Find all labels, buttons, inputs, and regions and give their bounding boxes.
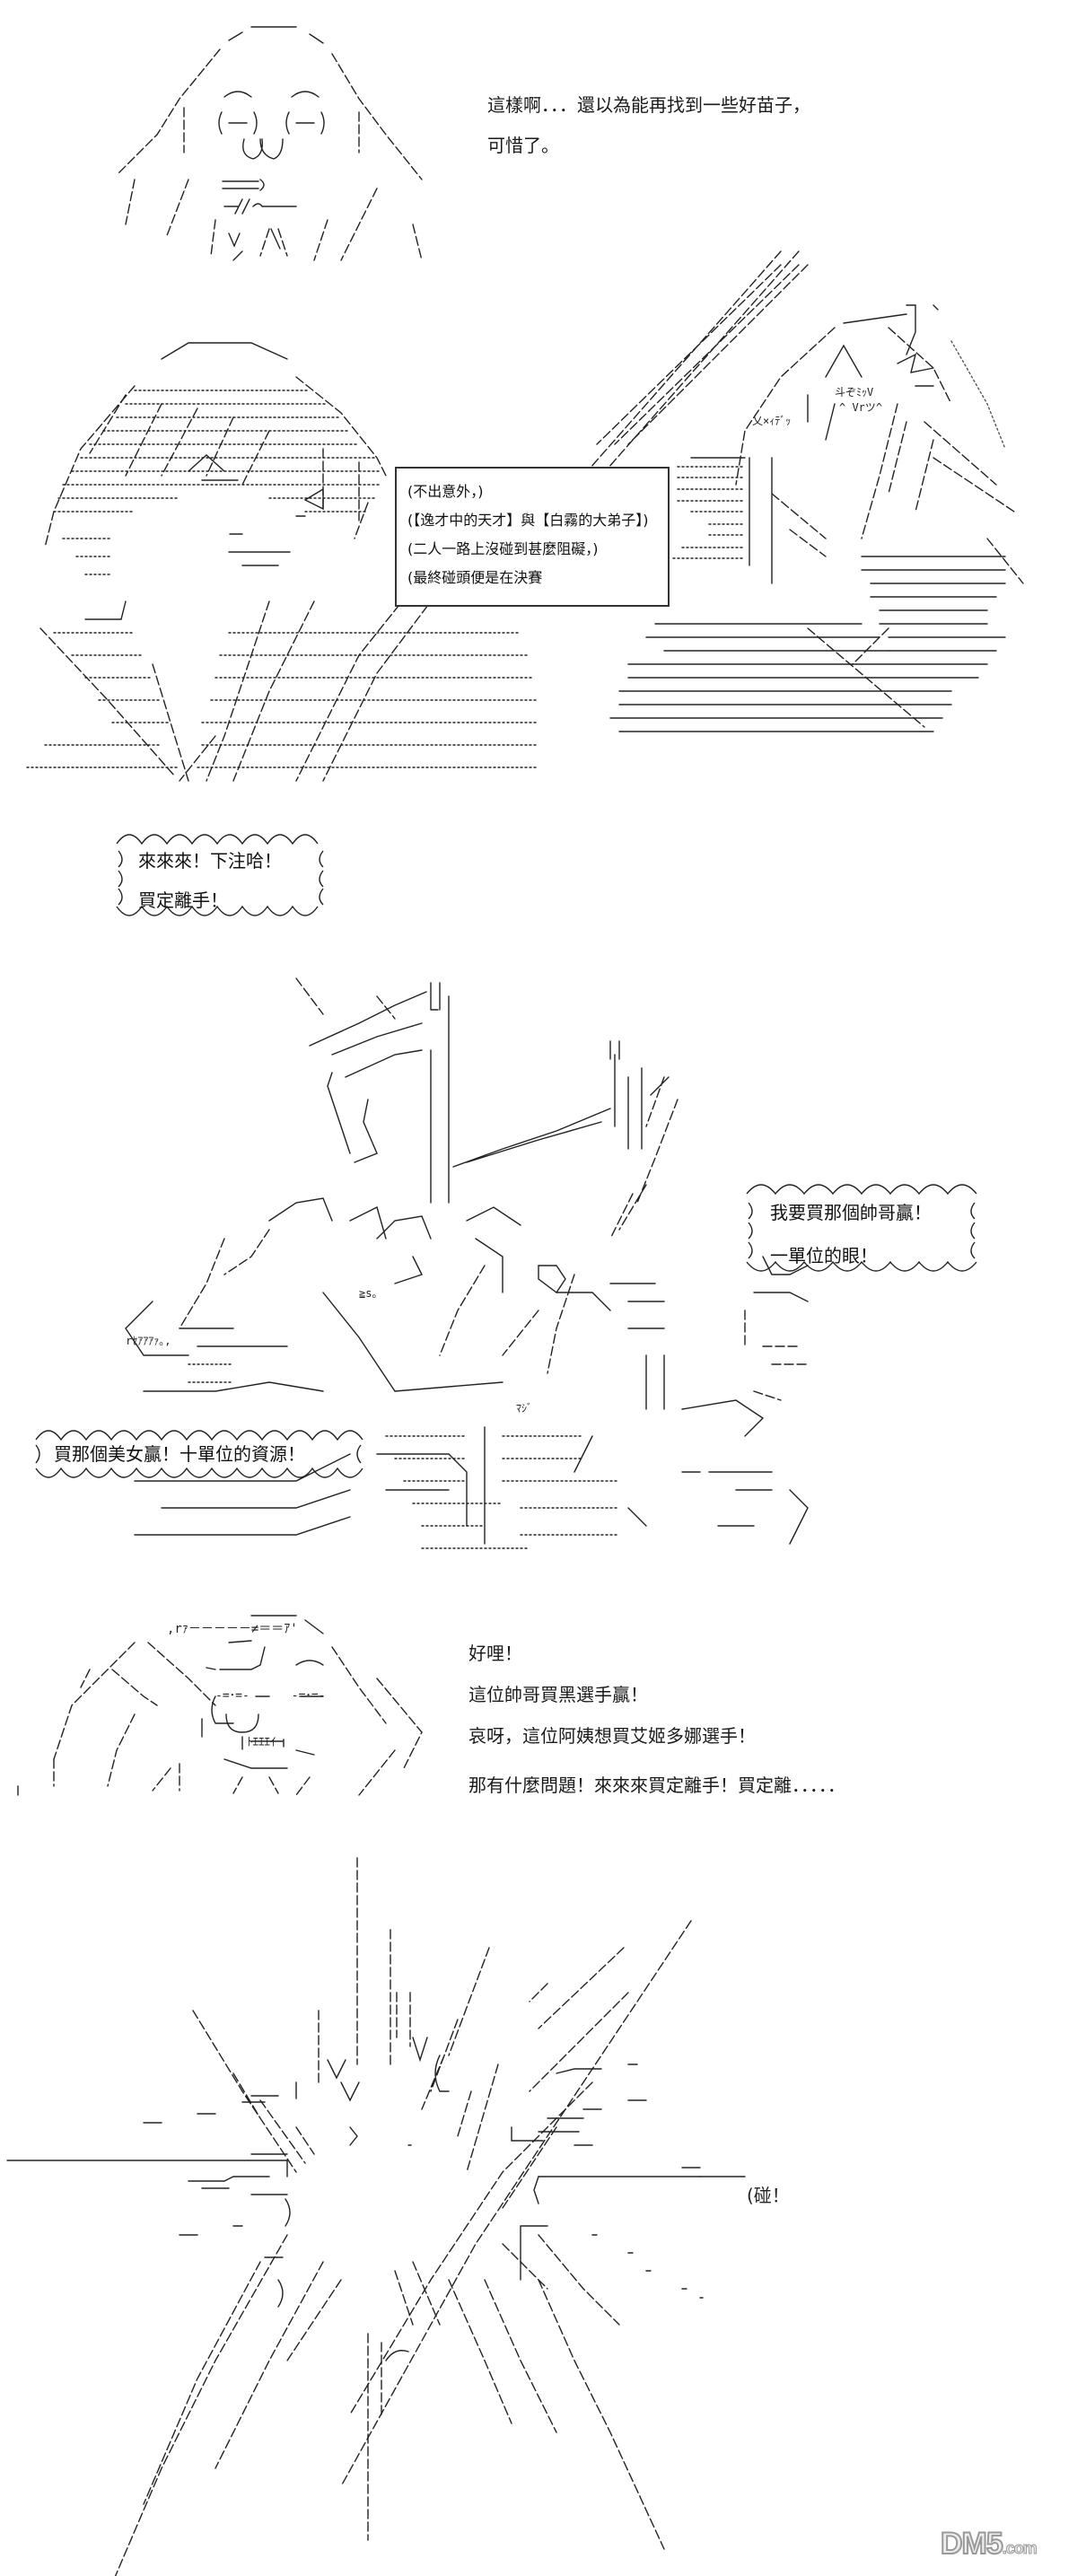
shout-line: 買定離手！ bbox=[138, 889, 228, 911]
narration-line: (最終碰頭便是在決賽 bbox=[407, 569, 543, 586]
shout-bubble: 來來來！下注哈！ 買定離手！ bbox=[115, 824, 330, 924]
shout-line: 一單位的眼！ bbox=[770, 1245, 878, 1266]
shopkeeper-hat-text: ,rｧ－－－－－≠＝＝ｱ' bbox=[167, 1622, 298, 1636]
narration-line: (【逸才中的天才】與【白霧的大弟子】) bbox=[407, 512, 649, 529]
narration-line: (不出意外，) bbox=[407, 483, 484, 500]
watermark-suffix: .com bbox=[1002, 2539, 1038, 2558]
narration-line: (二人一路上沒碰到甚麼阻礙，) bbox=[407, 540, 599, 557]
panel-1-bald-character-art bbox=[116, 26, 423, 261]
dialogue-line: 那有什麼問題！來來來買定離手！買定離．．．．． bbox=[468, 1774, 845, 1796]
shout-line: 買那個美女贏！十單位的資源！ bbox=[54, 1443, 305, 1465]
panel-4-crowd-art bbox=[125, 977, 809, 1549]
crowd-text: rｾｱｱｱｧ｡, bbox=[126, 1335, 171, 1347]
crowd-text: ≧s｡ bbox=[359, 1287, 378, 1300]
panel-5-shopkeeper-art bbox=[17, 1615, 423, 1796]
dialogue-line: 哀呀，這位阿姨想買艾姬多娜選手！ bbox=[468, 1725, 756, 1747]
girl-face-text: 乂×ｨﾃﾞｯ bbox=[752, 415, 792, 427]
dialogue-line: 好哩！ bbox=[468, 1643, 522, 1664]
shout-line: 我要買那個帥哥贏！ bbox=[770, 1202, 932, 1223]
panel-2-boy-character-art bbox=[26, 250, 800, 782]
shout-bubble-right: 我要買那個帥哥贏！ 一單位的眼！ bbox=[743, 1174, 985, 1280]
sound-effect: (碰！ bbox=[747, 2185, 790, 2206]
watermark-brand: DM5 bbox=[940, 2526, 1004, 2562]
shout-bubble-left: 買那個美女贏！十單位的資源！ bbox=[32, 1422, 364, 1486]
crowd-text: ﾏｼﾞ bbox=[516, 1402, 533, 1415]
panel-6-explosion-art bbox=[6, 1857, 746, 2576]
girl-face-text: 斗ぞﾐｯV bbox=[835, 386, 874, 399]
dialogue-line: 這樣啊．．．還以為能再找到一些好苗子， bbox=[487, 94, 810, 116]
dialogue-line: 這位帥哥買黑選手贏！ bbox=[468, 1684, 648, 1705]
shopkeeper-eyes-text: -=･=- -=･=- bbox=[215, 1689, 326, 1703]
shout-line: 來來來！下注哈！ bbox=[138, 850, 282, 872]
dialogue-line: 可惜了。 bbox=[487, 135, 559, 156]
narration-box: (不出意外，) (【逸才中的天才】與【白霧的大弟子】) (二人一路上沒碰到甚麼阻… bbox=[395, 467, 670, 607]
girl-face-text: ^ Vrツ^ bbox=[839, 401, 883, 414]
shopkeeper-mouth-text: ﾄｴｴｴｲ bbox=[247, 1736, 276, 1749]
site-watermark-logo: DM5.com bbox=[940, 2526, 1038, 2562]
